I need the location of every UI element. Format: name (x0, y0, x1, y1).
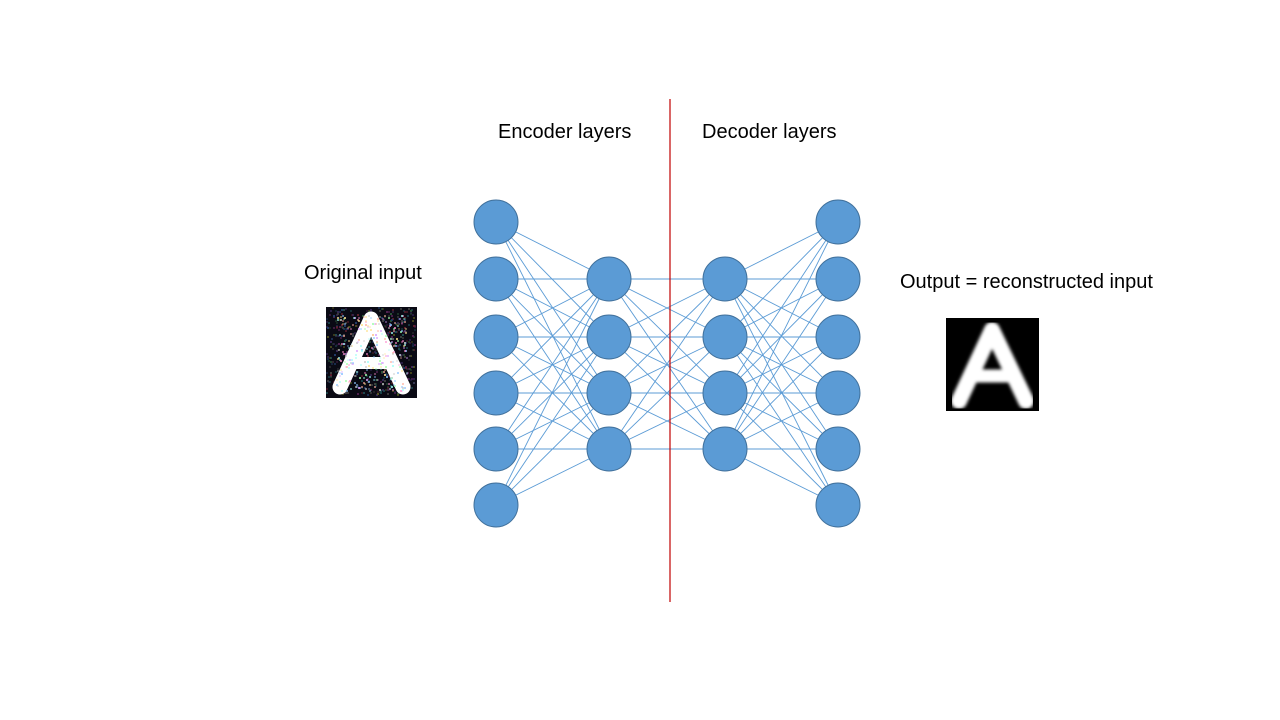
node-layer4-5 (815, 426, 861, 472)
clean-letter-a (951, 322, 1034, 409)
node-layer4-6 (815, 482, 861, 528)
node-layer1-6 (473, 482, 519, 528)
connection-lines (495, 221, 839, 506)
node-layer4-2 (815, 256, 861, 302)
output-label: Output = reconstructed input (900, 271, 1153, 293)
node-layer2-3 (586, 370, 632, 416)
neuron-nodes (473, 199, 861, 528)
edge-l1-3-1 (608, 336, 726, 450)
node-layer3-2 (702, 314, 748, 360)
node-layer2-4 (586, 426, 632, 472)
edge-l0-4-0 (495, 278, 610, 450)
node-layer1-2 (473, 256, 519, 302)
edge-l0-5-1 (495, 336, 610, 506)
edge-l0-5-2 (495, 392, 610, 506)
edge-l2-2-0 (724, 221, 839, 394)
edge-l0-3-0 (495, 278, 610, 394)
glyph-noise-pixels (336, 315, 408, 392)
node-layer3-1 (702, 256, 748, 302)
node-layer3-3 (702, 370, 748, 416)
edge-l0-0-1 (495, 221, 610, 338)
edge-l2-0-5 (724, 278, 839, 506)
edge-l1-3-0 (608, 278, 726, 450)
node-layer2-1 (586, 256, 632, 302)
reconstructed-output-image (946, 318, 1039, 411)
node-layer4-1 (815, 199, 861, 245)
edge-l1-2-0 (608, 278, 726, 394)
edge-l0-5-0 (495, 278, 610, 506)
node-layer1-3 (473, 314, 519, 360)
decoder-layers-label: Decoder layers (702, 121, 837, 143)
node-layer2-2 (586, 314, 632, 360)
noisy-input-image (326, 307, 417, 398)
node-layer3-4 (702, 426, 748, 472)
node-layer1-5 (473, 426, 519, 472)
edge-l2-3-0 (724, 221, 839, 450)
node-layer4-4 (815, 370, 861, 416)
encoder-layers-label: Encoder layers (498, 121, 632, 143)
edge-l2-3-1 (724, 278, 839, 450)
node-layer4-3 (815, 314, 861, 360)
node-layer1-1 (473, 199, 519, 245)
node-layer1-4 (473, 370, 519, 416)
original-input-label: Original input (304, 262, 422, 284)
edge-l2-1-0 (724, 221, 839, 338)
edge-l2-3-2 (724, 336, 839, 450)
